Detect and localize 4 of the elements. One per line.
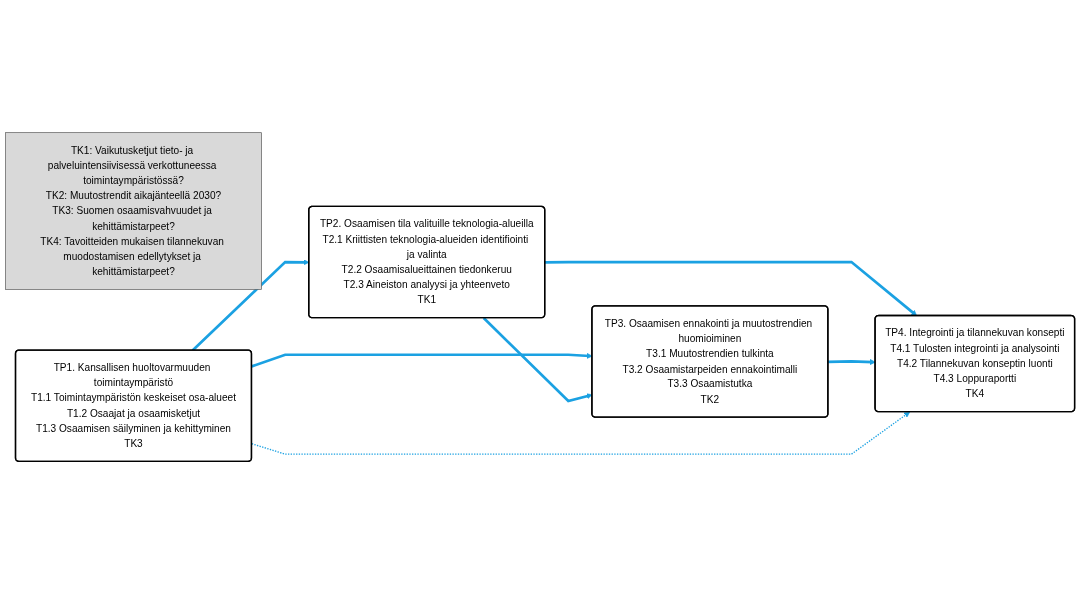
node-box: TK1: Vaikutusketjut tieto- ja palveluintensiivisessä verkottuneessa toimintaympäristössä? TK2: Muutostrendit aikajänteellä 2030? TK3: Suomen osaamisvahvuudet ja kehittämistarpeet? TK4: Tavoitteiden mukaisen tilannekuvan muodostamisen edellytykset ja kehittämistarpeet? (5, 132, 262, 290)
arrow (251, 411, 910, 455)
arrow (545, 260, 918, 317)
arrow (828, 359, 876, 365)
